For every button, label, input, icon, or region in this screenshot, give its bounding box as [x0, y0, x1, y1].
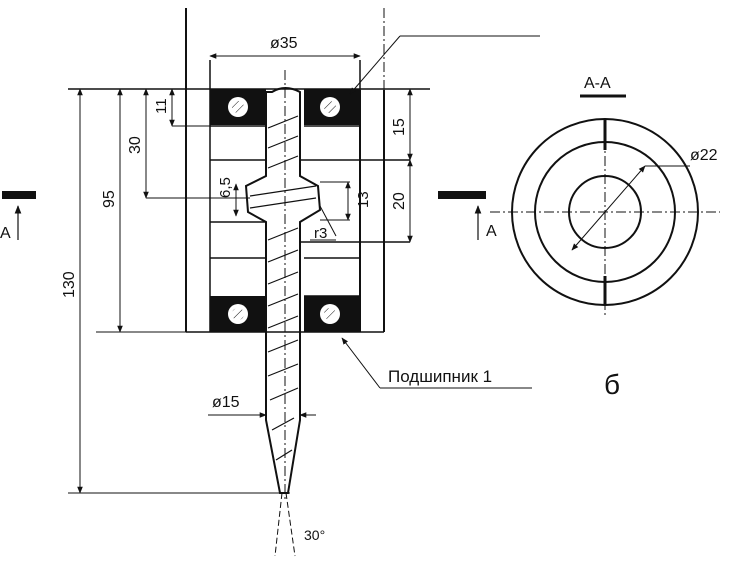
housing-frame — [68, 8, 430, 494]
dim-r3: r3 — [314, 225, 327, 242]
bearing-top-right — [304, 89, 360, 125]
dim-130: 130 — [61, 271, 78, 298]
section-mark-right-label: А — [486, 223, 497, 240]
section-mark-left — [2, 191, 36, 240]
dim-20: 20 — [391, 192, 408, 210]
dim-15: 15 — [391, 118, 408, 136]
dim-30: 30 — [127, 136, 144, 154]
bearing-bottom-right — [304, 296, 360, 332]
dim-6-5: 6,5 — [217, 177, 234, 198]
shaft — [244, 70, 322, 557]
bearing-top-left — [210, 89, 266, 125]
dim-13: 13 — [355, 191, 372, 208]
dim-lines — [77, 35, 540, 494]
dim-95: 95 — [101, 190, 118, 208]
section-view — [490, 94, 720, 318]
housing-inner-steps — [210, 125, 410, 297]
dim-angle-30: 30° — [304, 527, 325, 543]
section-mark-right — [438, 191, 486, 240]
bearing-bottom-left — [210, 296, 266, 332]
dim-d15: ø15 — [212, 394, 240, 411]
section-title: А-А — [584, 75, 611, 92]
dim-d35: ø35 — [270, 35, 298, 52]
figure-letter: б — [604, 369, 620, 400]
bearing-label: Подшипник 1 — [388, 367, 492, 386]
section-mark-left-label: А — [0, 225, 11, 242]
dim-11: 11 — [153, 98, 170, 114]
dim-d22: ø22 — [690, 147, 718, 164]
